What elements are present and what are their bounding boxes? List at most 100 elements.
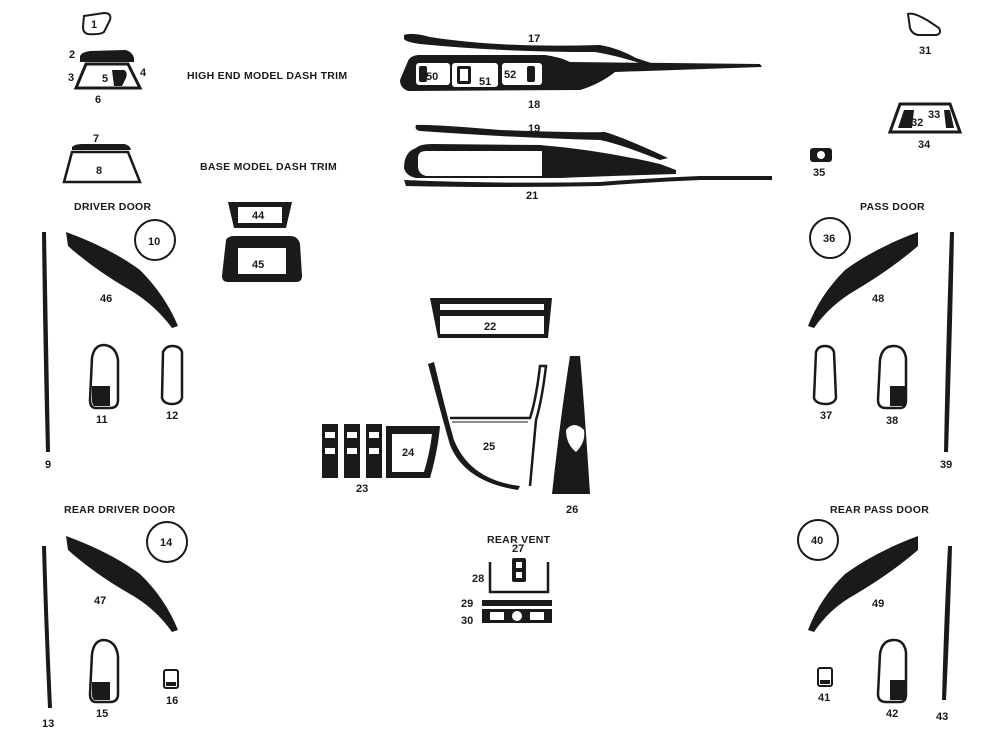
part-24-label: 24 bbox=[402, 447, 415, 459]
heading-rear-driver-door: REAR DRIVER DOOR bbox=[64, 504, 176, 516]
part-9-strip bbox=[42, 232, 50, 452]
part-43-strip bbox=[942, 546, 952, 700]
heading-rear-pass-door: REAR PASS DOOR bbox=[830, 504, 929, 516]
part-13-label: 13 bbox=[42, 718, 54, 730]
part-49-shape bbox=[808, 536, 918, 632]
part-31-label: 31 bbox=[919, 45, 931, 57]
part-38-fill bbox=[890, 386, 906, 406]
part-5-label: 5 bbox=[102, 73, 108, 85]
part-23-switch-2-a bbox=[347, 432, 357, 438]
part-23-switch-2-b bbox=[347, 448, 357, 454]
part-31-shape bbox=[906, 12, 941, 36]
part-13-strip bbox=[42, 546, 52, 708]
part-50-vent bbox=[419, 66, 427, 82]
part-17-shape bbox=[404, 33, 660, 68]
part-20-cutout bbox=[418, 151, 542, 176]
part-3-4-frame bbox=[73, 62, 143, 90]
heading-high-end: HIGH END MODEL DASH TRIM bbox=[187, 70, 347, 82]
part-4-label: 4 bbox=[140, 67, 147, 79]
part-48-label: 48 bbox=[872, 293, 884, 305]
part-47-label: 47 bbox=[94, 595, 106, 607]
part-42-fill bbox=[890, 680, 906, 700]
part-2-shape bbox=[80, 50, 134, 62]
heading-base: BASE MODEL DASH TRIM bbox=[200, 161, 337, 173]
part-6-label: 6 bbox=[95, 94, 101, 106]
part-26-shape bbox=[552, 356, 590, 494]
part-2-label: 2 bbox=[69, 49, 75, 61]
part-23-label: 23 bbox=[356, 483, 368, 495]
part-30-slot-2 bbox=[530, 612, 544, 620]
part-14-shape bbox=[146, 521, 188, 563]
part-14-label: 14 bbox=[160, 537, 173, 549]
part-3-label: 3 bbox=[68, 72, 74, 84]
part-23-switch-1-a bbox=[325, 432, 335, 438]
part-32-33-frame bbox=[887, 102, 963, 134]
part-41-shape bbox=[817, 667, 833, 687]
part-11-fill bbox=[92, 386, 110, 406]
part-39-label: 39 bbox=[940, 459, 952, 471]
part-9-label: 9 bbox=[45, 459, 51, 471]
part-11-label: 11 bbox=[96, 414, 108, 426]
part-51-vent-inner bbox=[460, 69, 468, 81]
part-26-cutout bbox=[566, 425, 585, 452]
part-34-label: 34 bbox=[918, 139, 931, 151]
part-23-switch-1-b bbox=[325, 448, 335, 454]
part-35-label: 35 bbox=[813, 167, 825, 179]
part-7-label: 7 bbox=[93, 133, 99, 145]
part-25-label: 25 bbox=[483, 441, 495, 453]
part-37-label: 37 bbox=[820, 410, 832, 422]
part-16-fill bbox=[166, 682, 176, 686]
part-22-label: 22 bbox=[484, 321, 496, 333]
part-35-hole bbox=[817, 151, 825, 159]
part-30-knob bbox=[512, 611, 522, 621]
part-39-strip bbox=[944, 232, 954, 452]
part-27-hole-2 bbox=[516, 572, 522, 578]
part-19-shape bbox=[415, 124, 668, 160]
part-24-cutout bbox=[392, 434, 432, 472]
part-46-label: 46 bbox=[100, 293, 112, 305]
part-19-label: 19 bbox=[528, 123, 540, 135]
part-21-label: 21 bbox=[526, 190, 538, 202]
part-17-label: 17 bbox=[528, 33, 540, 45]
part-36-shape bbox=[809, 217, 851, 259]
part-28-label: 28 bbox=[472, 573, 484, 585]
part-41-fill bbox=[820, 680, 830, 684]
part-32-label: 32 bbox=[911, 117, 923, 129]
heading-driver-door: DRIVER DOOR bbox=[74, 201, 152, 213]
part-50-label: 50 bbox=[426, 71, 438, 83]
part-45-label: 45 bbox=[252, 259, 264, 271]
part-30-label: 30 bbox=[461, 615, 473, 627]
part-27-label: 27 bbox=[512, 543, 524, 555]
part-18-label: 18 bbox=[528, 99, 540, 111]
part-26-label: 26 bbox=[566, 504, 578, 516]
part-21-shape bbox=[404, 176, 772, 187]
part-22-slot-1 bbox=[440, 304, 544, 310]
part-42-label: 42 bbox=[886, 708, 898, 720]
part-49-label: 49 bbox=[872, 598, 884, 610]
part-30-slot-1 bbox=[490, 612, 504, 620]
part-48-shape bbox=[808, 232, 918, 328]
part-51-label: 51 bbox=[479, 76, 491, 88]
part-15-fill bbox=[92, 682, 110, 700]
part-8-shape bbox=[62, 150, 142, 184]
part-16-shape bbox=[163, 669, 179, 689]
part-38-label: 38 bbox=[886, 415, 898, 427]
part-15-label: 15 bbox=[96, 708, 108, 720]
part-12-shape bbox=[160, 344, 184, 406]
part-23-switch-3-b bbox=[369, 448, 379, 454]
part-27-hole-1 bbox=[516, 562, 522, 568]
heading-rear-vent: REAR VENT bbox=[487, 534, 551, 546]
part-52-label: 52 bbox=[504, 69, 516, 81]
part-44-label: 44 bbox=[252, 210, 265, 222]
part-1-label: 1 bbox=[91, 19, 97, 31]
part-44-cutout bbox=[238, 207, 282, 223]
part-29-label: 29 bbox=[461, 598, 473, 610]
part-37-shape bbox=[812, 344, 838, 406]
part-28-frame bbox=[488, 562, 550, 594]
part-5-shape bbox=[112, 70, 127, 86]
part-1-shape bbox=[81, 11, 112, 36]
part-22-slot-2 bbox=[440, 316, 544, 334]
part-32-vent bbox=[898, 110, 914, 128]
